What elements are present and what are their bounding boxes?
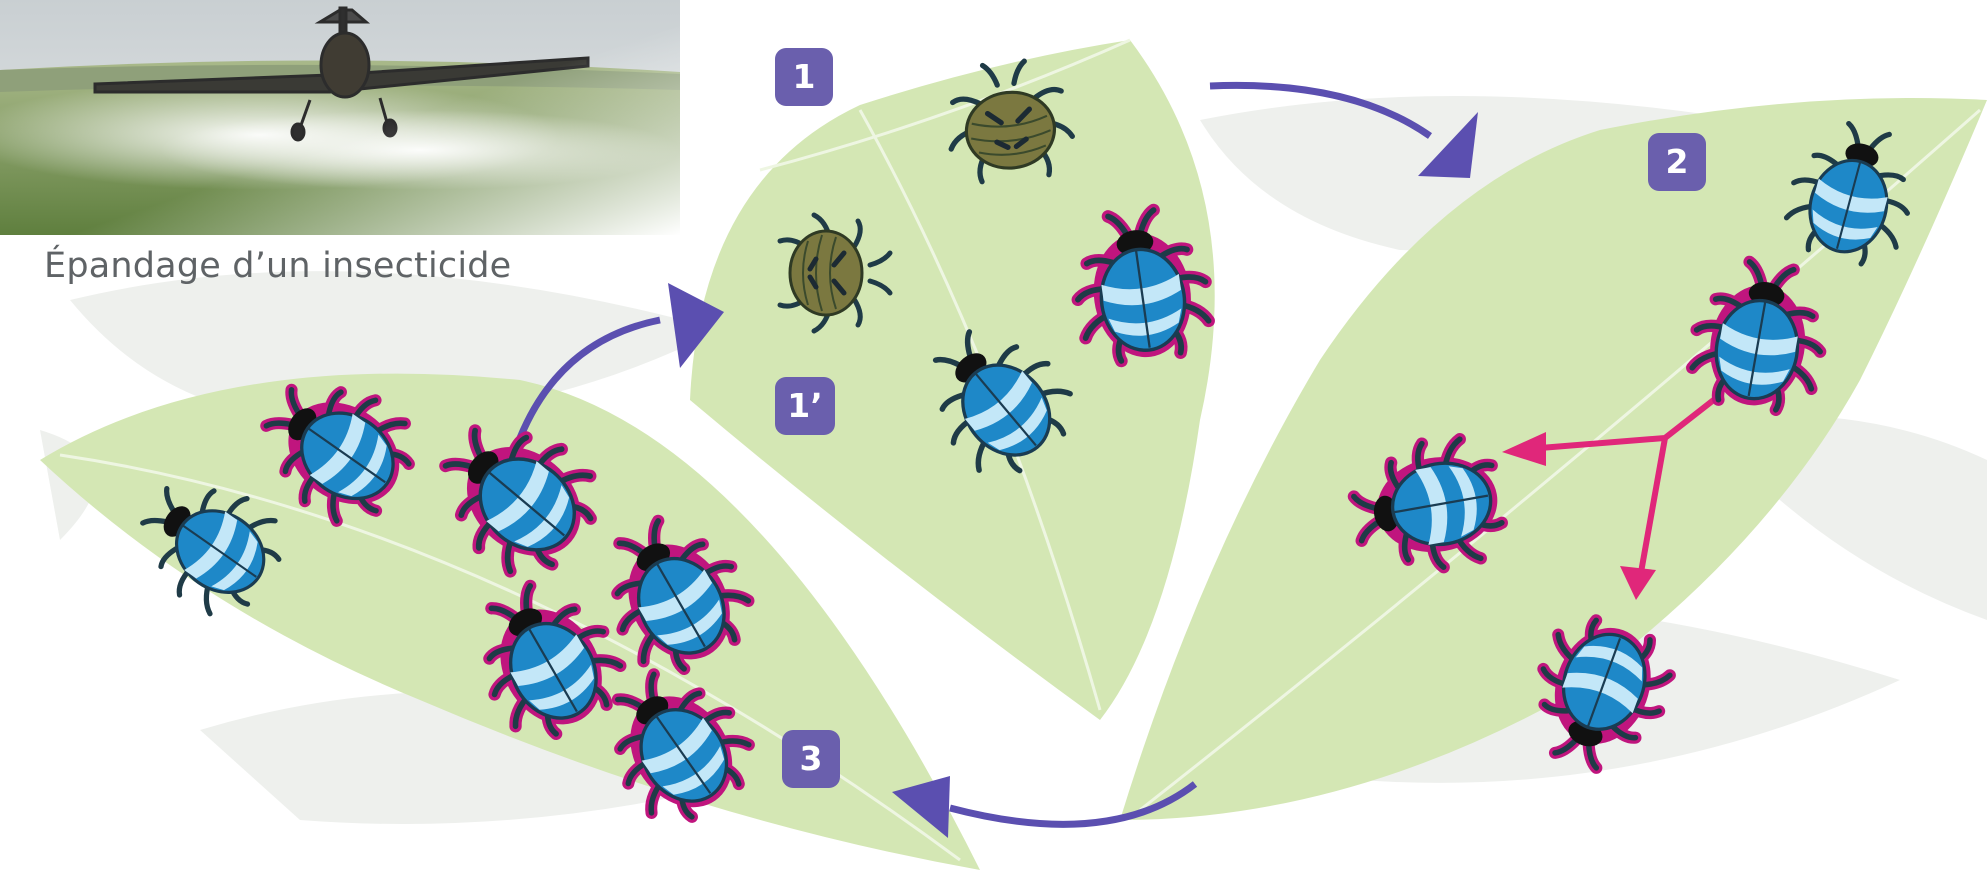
photo-caption: Épandage d’un insecticide	[44, 246, 511, 286]
crop-duster-photo	[0, 0, 680, 235]
step-2-badge: 2	[1648, 133, 1706, 191]
step-1-prime-badge: 1’	[775, 377, 835, 435]
step-1-badge: 1	[775, 48, 833, 106]
step-3-badge: 3	[782, 730, 840, 788]
